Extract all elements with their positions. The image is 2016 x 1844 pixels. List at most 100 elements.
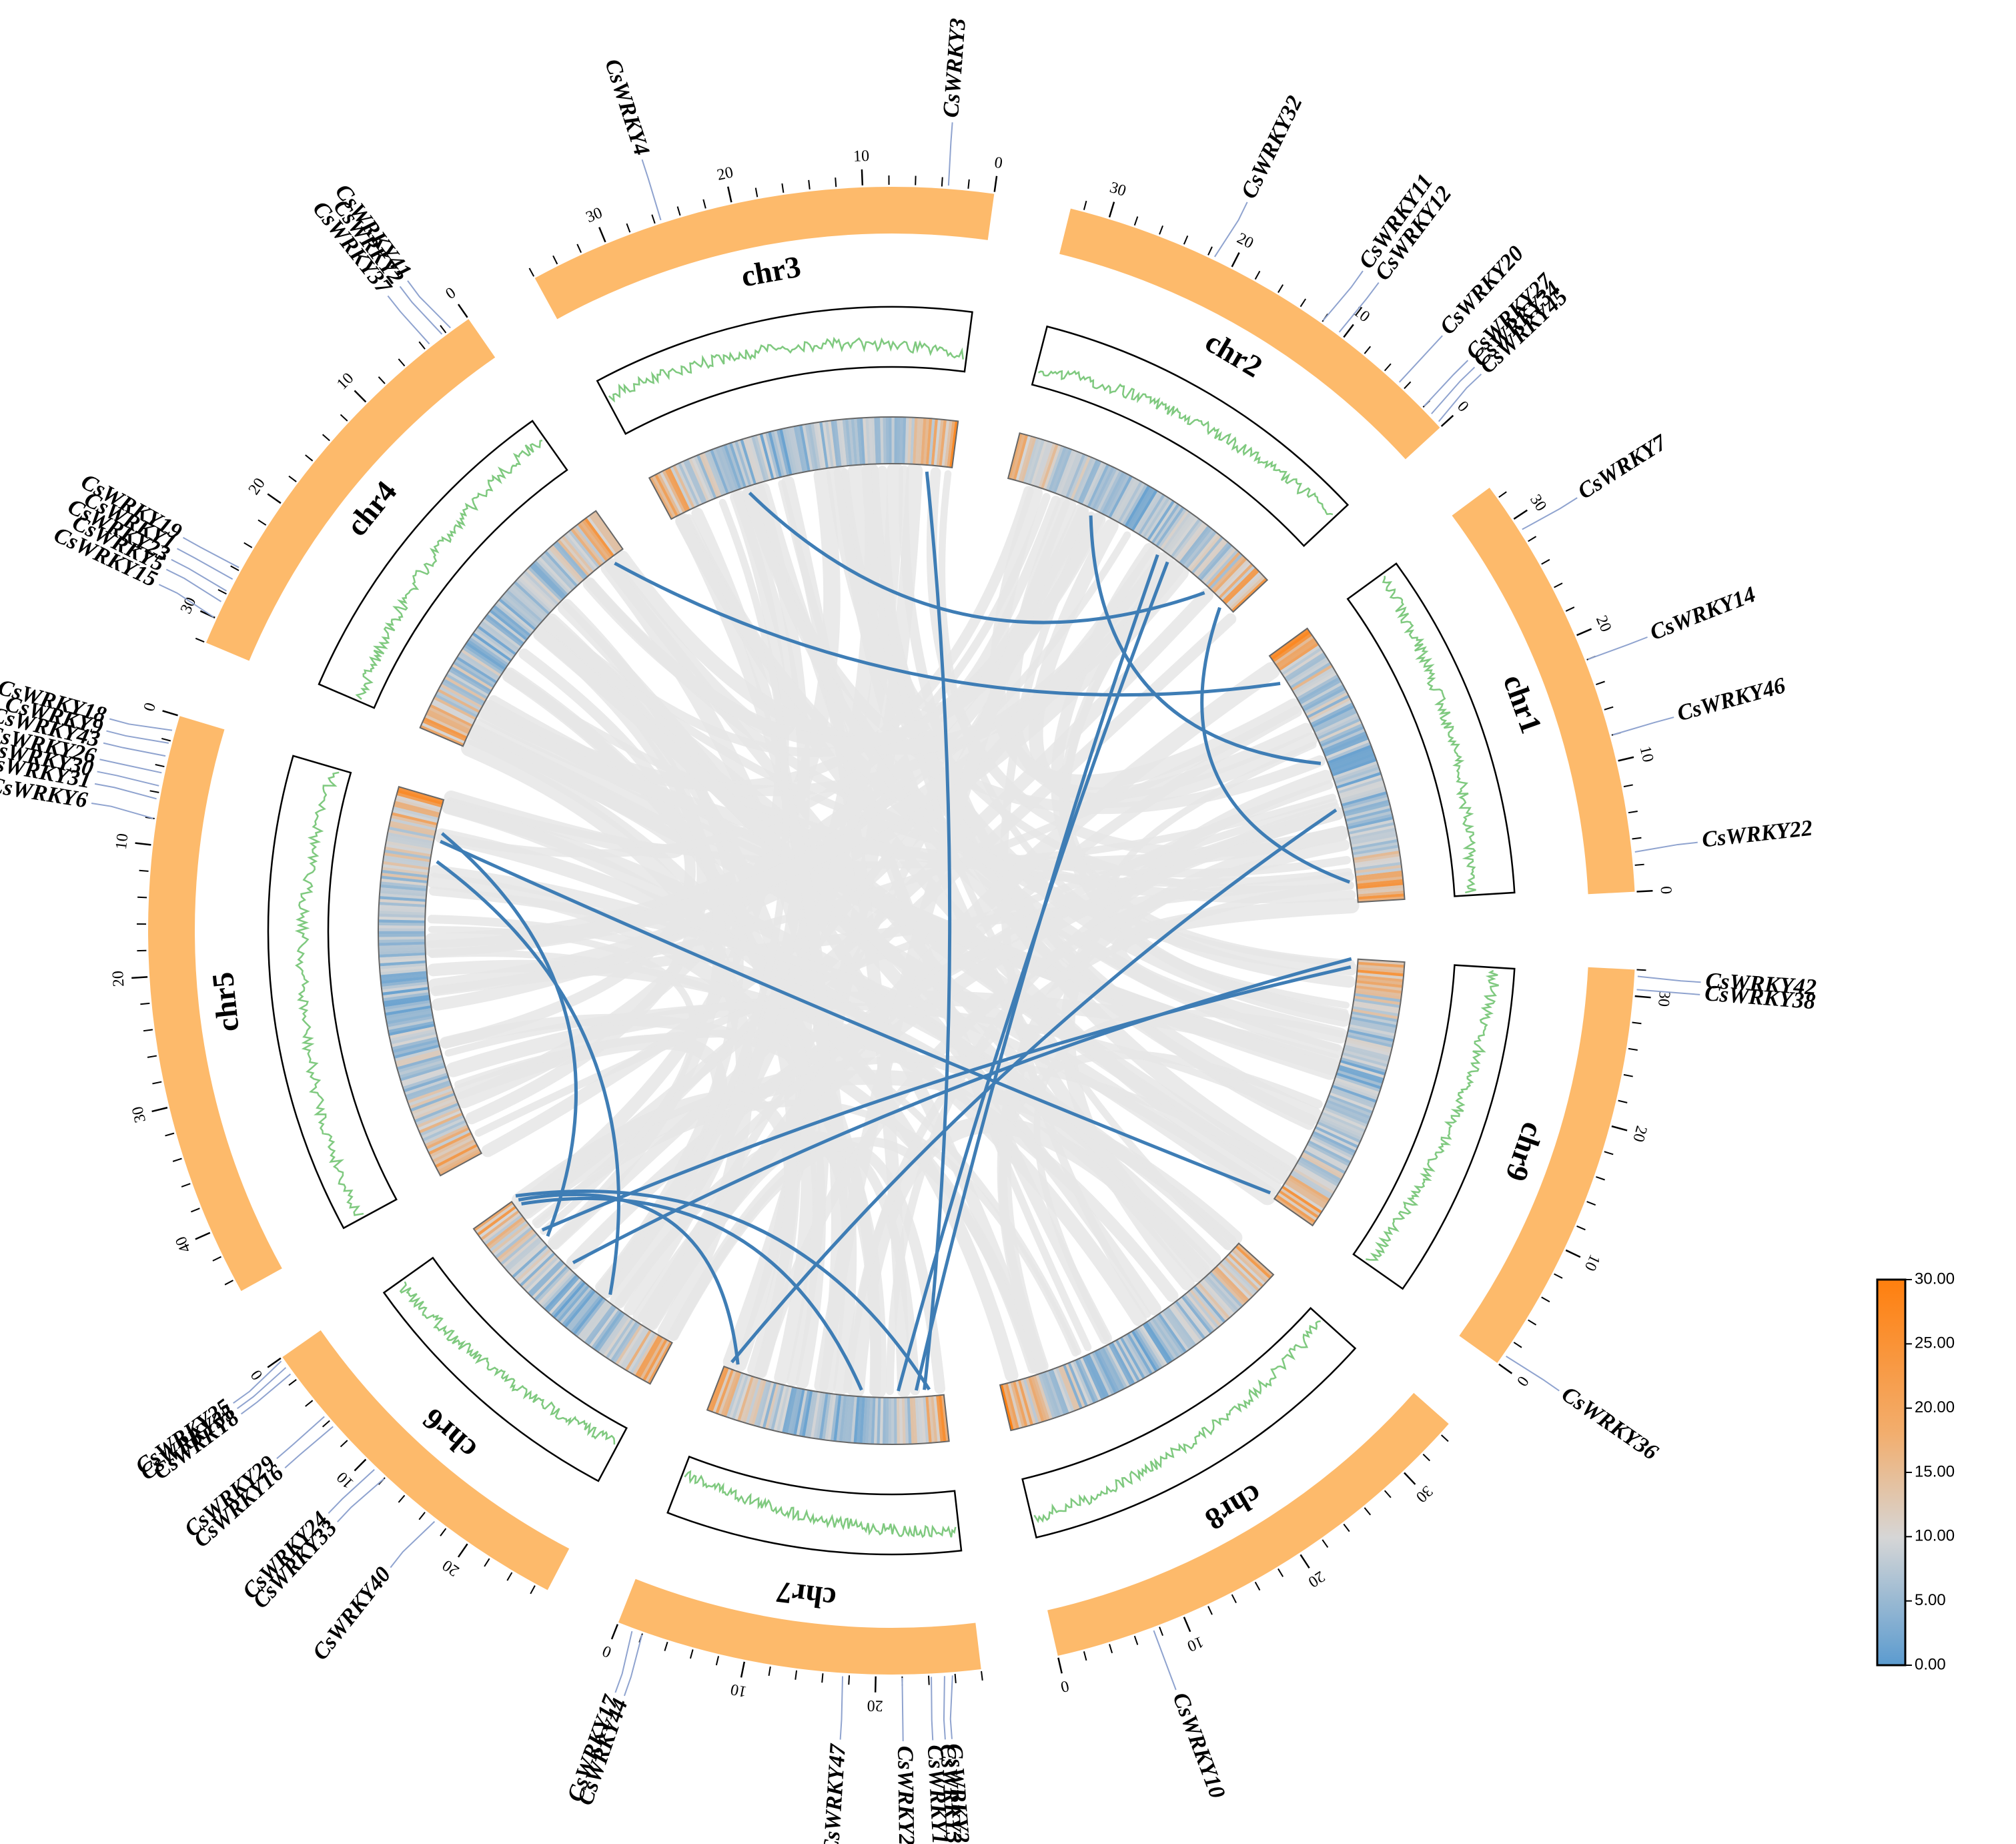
karyotype-tick [322,1420,330,1428]
heatmap-cell-chr4 [473,630,514,660]
heatmap-cell-chr6 [622,1328,650,1370]
gene-label: CsWRKY40 [308,1562,396,1665]
tick-label-chr8: 10 [1185,1633,1206,1655]
heatmap-cell-chr1 [1299,679,1342,705]
karyotype-tick [530,1585,536,1594]
heatmap-cell-chr5 [389,1026,436,1039]
heatmap-cell-chr2 [1170,518,1201,558]
heatmap-cell-chr7 [859,1396,865,1444]
tick-label-chr2: 20 [1234,229,1256,252]
heatmap-cell-chr5 [381,873,428,881]
heatmap-cell-chr4 [529,564,565,600]
heatmap-cell-chr5 [393,803,440,819]
karyotype-band-chr9 [1459,967,1635,1363]
heatmap-cell-chr1 [1346,811,1392,825]
heatmap-cell-chr3 [654,474,678,517]
heatmap-cell-chr4 [510,585,546,619]
heatmap-cell-chr7 [793,1388,805,1436]
heatmap-cell-chr5 [397,1057,444,1073]
karyotype-tick [172,1158,182,1162]
heatmap-cell-chr7 [765,1383,780,1430]
heatmap-cell-chr2 [1030,440,1048,486]
heatmap-cell-chr4 [527,566,563,602]
heatmap-cell-chr1 [1334,766,1380,784]
heatmap-cell-chr7 [710,1367,729,1412]
heatmap-cell-chr2 [1159,510,1189,550]
heatmap-cell-chr3 [853,418,861,465]
heatmap-cell-chr1 [1271,630,1311,660]
heatmap-cell-chr7 [853,1396,860,1444]
karyotype-tick [1440,414,1454,427]
heatmap-cell-chr5 [398,1059,444,1076]
heatmap-cell-chr5 [403,1075,449,1093]
gene-leader-line [276,1416,325,1459]
heatmap-cell-chr5 [394,798,441,813]
heatmap-cell-chr2 [1084,462,1107,507]
heatmap-cell-chr8 [1113,1340,1138,1384]
heatmap-cell-chr6 [548,1278,582,1315]
karyotype-tick [1528,536,1537,542]
heatmap-cell-chr5 [378,919,426,923]
heatmap-cell-chr3 [936,419,944,466]
heatmap-cell-chr2 [1023,438,1039,484]
gene-leader-line [614,1631,633,1693]
tick-label-chr2: 30 [1107,179,1128,200]
heatmap-cell-chr4 [475,627,515,658]
karyotype-tick [149,790,159,793]
heatmap-cell-chr6 [489,1220,528,1252]
heatmap-cell-chr6 [647,1341,672,1384]
heatmap-cell-chr9 [1350,1016,1397,1028]
heatmap-cell-chr5 [379,899,426,905]
wrky-link-CsWRKY8-CsWRKY47 [521,1196,863,1391]
heatmap-cell-chr7 [847,1396,855,1443]
heatmap-cell-chr9 [1310,1135,1354,1159]
karyotype-tick [1278,1568,1284,1577]
heatmap-cell-chr2 [1151,503,1180,544]
heatmap-cell-chr9 [1337,1069,1383,1087]
karyotype-tick [1231,252,1240,268]
heatmap-cell-chr1 [1320,725,1364,747]
heatmap-cell-chr9 [1356,972,1404,979]
heatmap-cell-chr1 [1278,642,1319,671]
heatmap-cell-chr4 [574,524,606,564]
heatmap-cell-chr5 [409,1090,454,1109]
heatmap-cell-chr9 [1356,979,1403,988]
heatmap-cell-chr3 [822,421,831,468]
heatmap-cell-chr9 [1339,1062,1385,1079]
gc-content-line-chr4 [355,439,543,701]
heatmap-cell-chr5 [418,1112,463,1134]
synteny-link [1033,1009,1344,1342]
karyotype-tick [258,519,267,526]
heatmap-cell-chr6 [544,1274,578,1311]
heatmap-cell-chr8 [1105,1344,1131,1388]
heatmap-cell-chr5 [390,1031,437,1045]
karyotype-tick [1108,201,1115,217]
heatmap-cell-chr8 [1045,1370,1064,1416]
heatmap-cell-chr2 [1035,442,1053,488]
heatmap-cell-chr6 [521,1254,558,1289]
heatmap-cell-chr7 [928,1396,935,1443]
chromosome-label-chr9: chr9 [1499,1118,1551,1186]
heatmap-cell-chr3 [796,425,808,472]
heatmap-cell-chr4 [523,570,559,606]
synteny-link [843,881,1354,1394]
heatmap-cell-chr8 [1131,1330,1158,1372]
gene-leader-line [106,730,169,744]
heatmap-cell-chr3 [765,432,780,478]
gene-leader-line [177,548,233,580]
heatmap-cell-chr3 [902,417,907,464]
heatmap-cell-chr8 [1149,1318,1177,1360]
synteny-link [442,800,1019,1382]
heatmap-cell-chr2 [1218,563,1253,599]
heatmap-cell-chr8 [1103,1346,1128,1389]
heatmap-cell-chr1 [1325,739,1370,759]
wrky-link-CsWRKY14-CsWRKY32 [1089,515,1322,765]
heatmap-cell-chr7 [816,1392,826,1440]
heatmap-cell-chr1 [1300,681,1343,707]
heatmap-cell-chr1 [1356,879,1404,887]
heatmap-cell-chr8 [1027,1376,1045,1422]
tick-label-chr4: 10 [334,370,357,393]
heatmap-cell-chr8 [1185,1292,1217,1331]
legend-tick-label: 10.00 [1915,1527,1955,1545]
heatmap-cell-chr8 [1166,1306,1197,1346]
